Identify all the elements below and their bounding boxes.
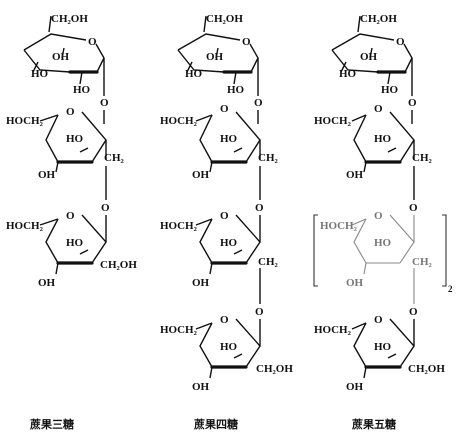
glucose-unit: CH₂OH O OH HO HO (23, 13, 105, 96)
ch2-label: CH₂ (104, 152, 125, 164)
ch2-label: CH₂ (258, 256, 279, 268)
ho-label: HO (374, 341, 392, 353)
glucose-unit: CH₂OH O OH HO HO (177, 13, 259, 96)
glycosidic-oxygen-label: O (408, 97, 417, 109)
fructose-chain-unit-2: HOCH₂ O HO OH CH₂ (160, 210, 279, 304)
fructose-terminal-unit: HOCH₂ O HO OH CH₂OH (160, 314, 293, 393)
ch2-label: CH₂ (412, 152, 433, 164)
ch2oh-label: CH₂OH (408, 363, 445, 375)
oh-label: OH (360, 51, 378, 63)
ring-oxygen-label: O (220, 314, 229, 326)
hoch2-label: HOCH₂ (6, 220, 44, 232)
oh-label: OH (38, 169, 56, 181)
ring-oxygen-label: O (220, 103, 229, 115)
caption-nystose: 蔗果四糖 (193, 417, 238, 431)
fructose-chain-unit: HOCH₂ O HO OH CH₂ (6, 106, 125, 200)
ho-label: HO (220, 133, 238, 145)
ch2oh-label: CH₂OH (360, 13, 397, 25)
fructose-terminal-unit: HOCH₂ O HO OH CH₂OH (314, 314, 445, 393)
ring-oxygen-label: O (374, 103, 383, 115)
oh-label: OH (38, 277, 56, 289)
glycosidic-oxygen-label: O (255, 202, 264, 214)
structure-fructosylnystose: CH₂OH O OH HO HO O HOCH₂ O HO OH CH₂ O (313, 13, 453, 431)
fructose-terminal-unit: HOCH₂ O HO OH CH₂OH (6, 210, 137, 289)
oh-label: OH (192, 277, 210, 289)
fructose-chain-unit-1: HOCH₂ O HO OH CH₂ (314, 103, 433, 200)
ho-label: HO (374, 133, 392, 145)
oh-label: OH (346, 381, 364, 393)
fructose-chain-unit-1: HOCH₂ O HO OH CH₂ (160, 103, 279, 200)
glycosidic-oxygen-label: O (255, 306, 264, 318)
repeat-count-subscript: 2 (448, 284, 453, 294)
ring-oxygen-label: O (66, 210, 75, 222)
caption-kestose: 蔗果三糖 (29, 417, 74, 431)
oh-label: OH (192, 169, 210, 181)
hoch2-label: HOCH₂ (314, 324, 352, 336)
ho-label: HO (66, 133, 84, 145)
ho-label: HO (185, 68, 203, 80)
ch2oh-label: CH₂OH (206, 13, 243, 25)
oh-label: OH (206, 51, 224, 63)
ho-label: HO (374, 237, 392, 249)
glycosidic-oxygen-label: O (254, 97, 263, 109)
hoch2-label: HOCH₂ (6, 115, 44, 127)
ring-oxygen-label: O (88, 36, 97, 48)
ho-label: HO (31, 68, 49, 80)
glycosidic-oxygen-label: O (101, 202, 110, 214)
oh-label: OH (346, 169, 364, 181)
structure-kestose: CH₂OH O OH HO HO O HOCH₂ O HO OH CH₂ O (6, 13, 137, 431)
ch2-label: CH₂ (412, 256, 433, 268)
ho-label: HO (73, 84, 91, 96)
oh-label: OH (52, 51, 70, 63)
ch2oh-label: CH₂OH (100, 259, 137, 271)
ho-label: HO (339, 68, 357, 80)
glucose-unit: CH₂OH O OH HO HO (331, 13, 413, 96)
oh-label: OH (346, 277, 364, 289)
glycosidic-oxygen-label: O (409, 306, 418, 318)
ch2-label: CH₂ (258, 152, 279, 164)
glycosidic-oxygen-label: O (409, 202, 418, 214)
structure-nystose: CH₂OH O OH HO HO O HOCH₂ O HO OH CH₂ O (160, 13, 293, 431)
ho-label: HO (220, 237, 238, 249)
hoch2-label: HOCH₂ (160, 220, 198, 232)
oh-label: OH (192, 381, 210, 393)
ch2oh-label: CH₂OH (256, 363, 293, 375)
ring-oxygen-label: O (66, 106, 75, 118)
ring-oxygen-label: O (396, 36, 405, 48)
ring-oxygen-label: O (220, 210, 229, 222)
fructose-repeat-unit: HOCH₂ O HO OH CH₂ 2 (313, 210, 453, 304)
ho-label: HO (381, 84, 399, 96)
hoch2-label: HOCH₂ (314, 115, 352, 127)
hoch2-label: HOCH₂ (160, 115, 198, 127)
ring-oxygen-label: O (242, 36, 251, 48)
hoch2-label: HOCH₂ (320, 220, 358, 232)
ho-label: HO (220, 341, 238, 353)
ring-oxygen-label: O (374, 314, 383, 326)
ring-oxygen-label: O (374, 210, 383, 222)
caption-fructosylnystose: 蔗果五糖 (351, 417, 396, 431)
ho-label: HO (227, 84, 245, 96)
ch2oh-label: CH₂OH (51, 13, 88, 25)
hoch2-label: HOCH₂ (160, 324, 198, 336)
glycosidic-oxygen-label: O (100, 97, 109, 109)
ho-label: HO (66, 237, 84, 249)
